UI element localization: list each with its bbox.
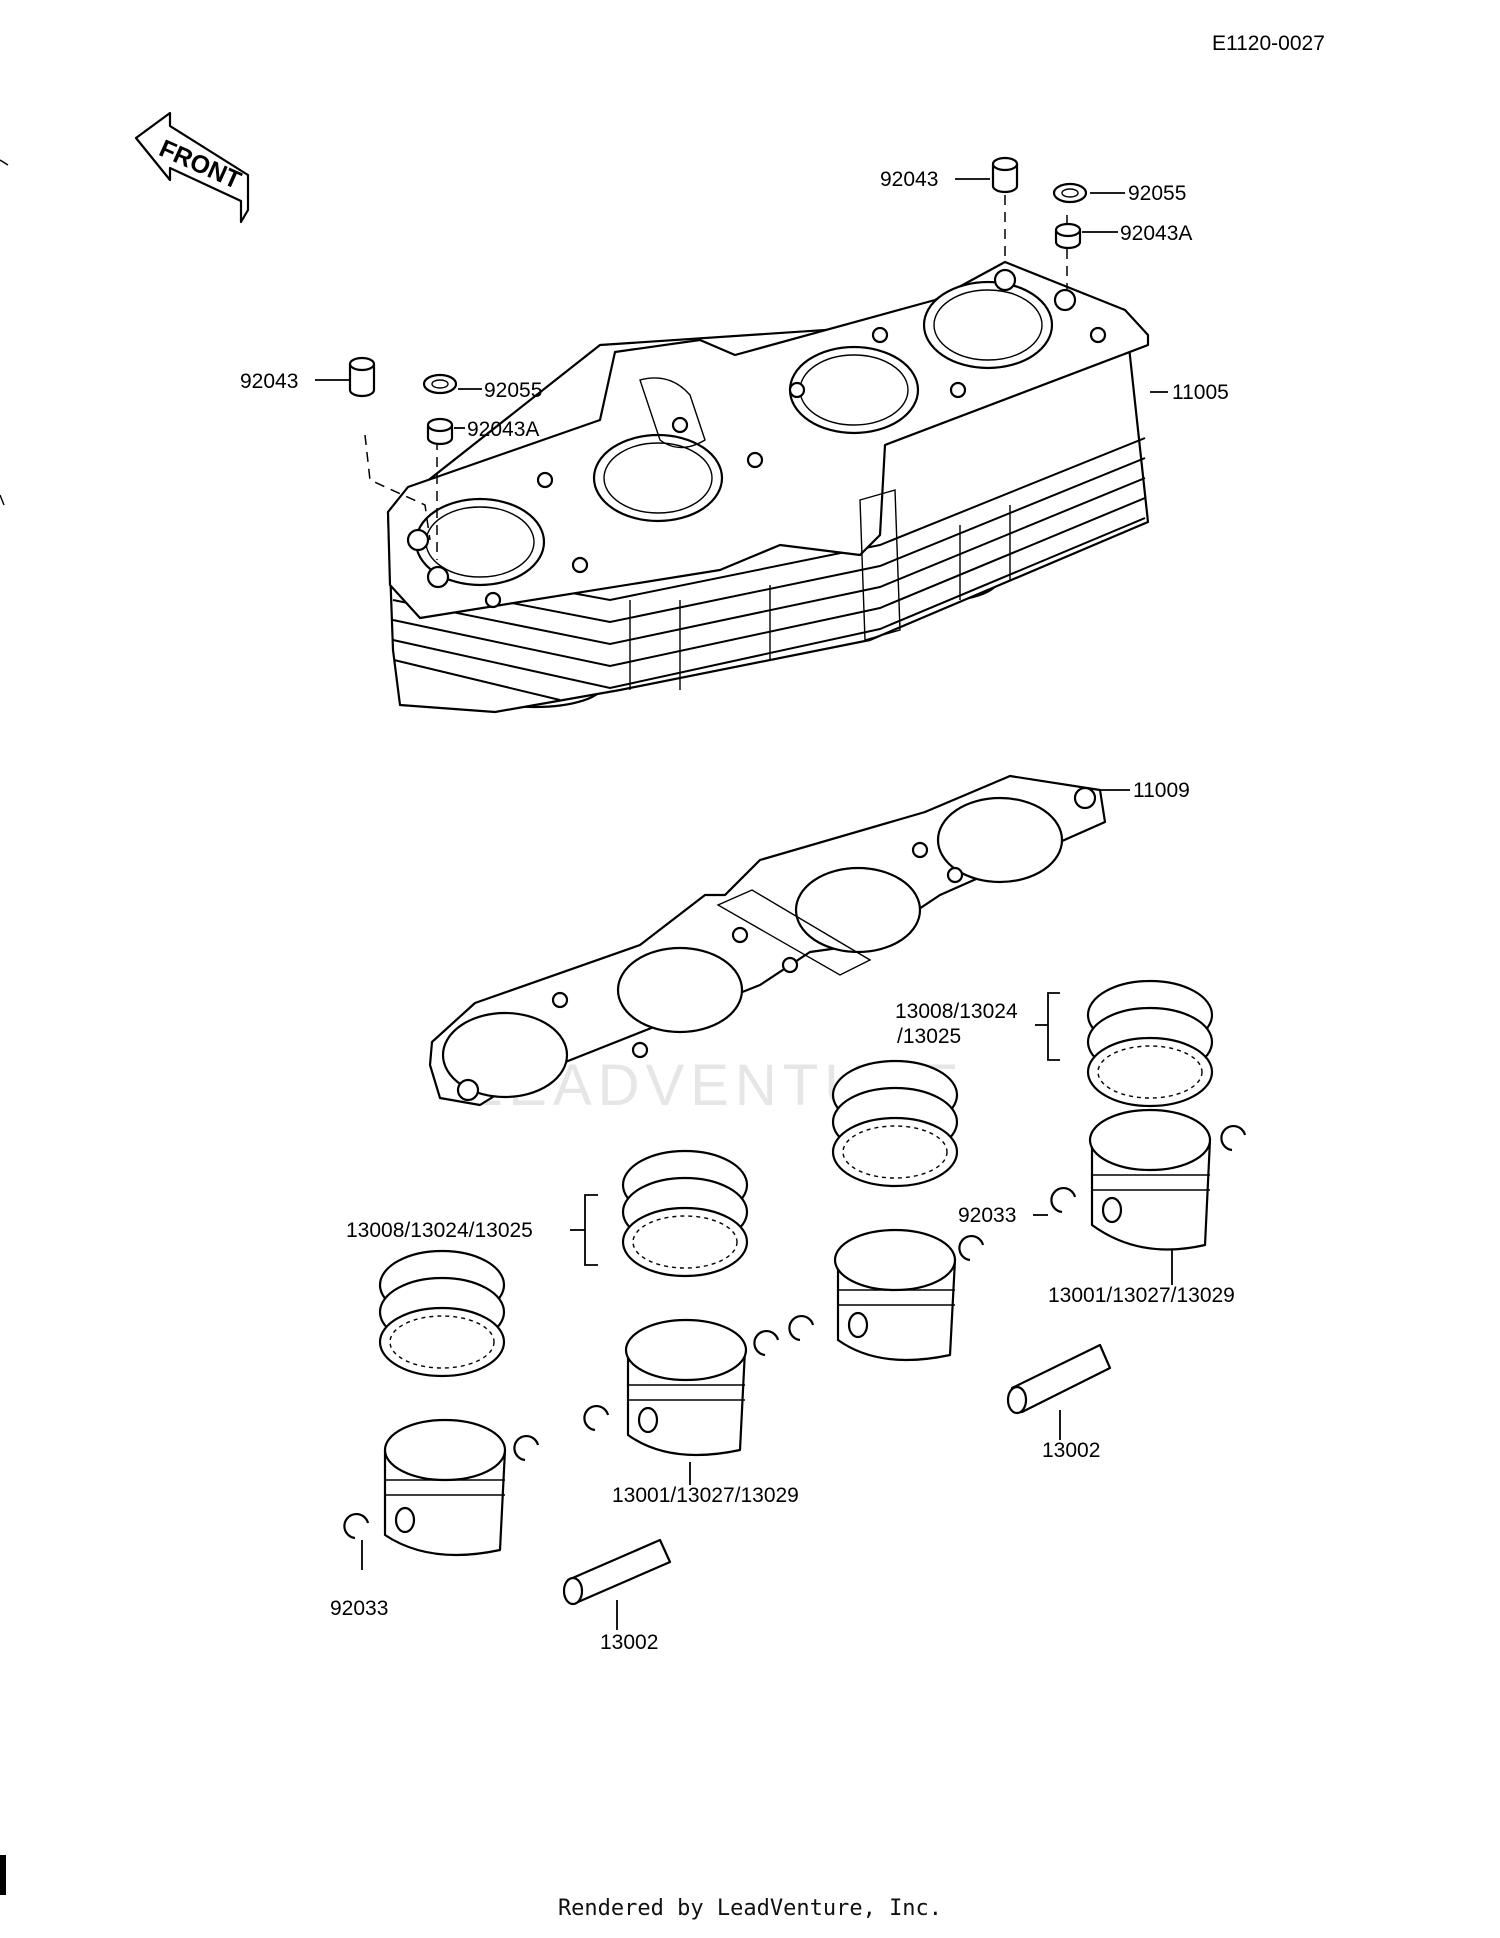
- piston-ring-set-center: [621, 1149, 749, 1278]
- oring-left: [422, 373, 458, 395]
- callout-92033-left: 92033: [330, 1597, 388, 1620]
- piston-center: [624, 1318, 748, 1457]
- piston-right: [1088, 1108, 1212, 1251]
- document-code: E1120-0027: [1212, 32, 1325, 55]
- oring-right: [1052, 182, 1088, 204]
- callout-92055-left: 92055: [484, 379, 542, 402]
- front-arrow-icon: FRONT: [134, 111, 250, 224]
- footer-credit: Rendered by LeadVenture, Inc.: [557, 1896, 943, 1921]
- dowel-pin-left: [348, 356, 376, 398]
- piston-ring-set-right: [1086, 979, 1214, 1108]
- dowel-a-left: [426, 417, 454, 446]
- callout-11005: 11005: [1172, 381, 1229, 404]
- callout-92043a-right: 92043A: [1120, 222, 1192, 245]
- callout-11009: 11009: [1133, 779, 1190, 802]
- dowel-pin-right: [991, 156, 1019, 194]
- callout-piston-right: 13001/13027/13029: [1048, 1284, 1235, 1307]
- callout-rings-right-line2: /13025: [897, 1025, 961, 1048]
- callout-13002-left: 13002: [600, 1631, 658, 1654]
- piston-ring-set-left: [378, 1249, 506, 1378]
- piston-ring-set-center-right: [831, 1059, 959, 1188]
- front-label: FRONT: [155, 134, 245, 195]
- callout-piston-center: 13001/13027/13029: [612, 1484, 799, 1507]
- piston-center-right: [833, 1228, 957, 1362]
- dowel-a-right: [1054, 222, 1082, 250]
- piston-pin-right: [1006, 1343, 1112, 1415]
- callout-92043-left: 92043: [240, 370, 298, 393]
- piston-left: [383, 1418, 507, 1557]
- callout-92033-right: 92033: [958, 1204, 1016, 1227]
- callout-92055-right: 92055: [1128, 182, 1186, 205]
- callout-92043-right: 92043: [880, 168, 938, 191]
- piston-pin-left: [562, 1538, 672, 1606]
- cylinder-block: [386, 260, 1150, 714]
- callout-92043a-left: 92043A: [467, 418, 539, 441]
- head-gasket: [428, 774, 1107, 1107]
- callout-rings-center: 13008/13024/13025: [346, 1219, 533, 1242]
- callout-rings-right-line1: 13008/13024: [895, 1000, 1018, 1023]
- callout-13002-right: 13002: [1042, 1439, 1100, 1462]
- margin-mark: [0, 1855, 6, 1895]
- circlip-icons: [343, 1125, 1247, 1540]
